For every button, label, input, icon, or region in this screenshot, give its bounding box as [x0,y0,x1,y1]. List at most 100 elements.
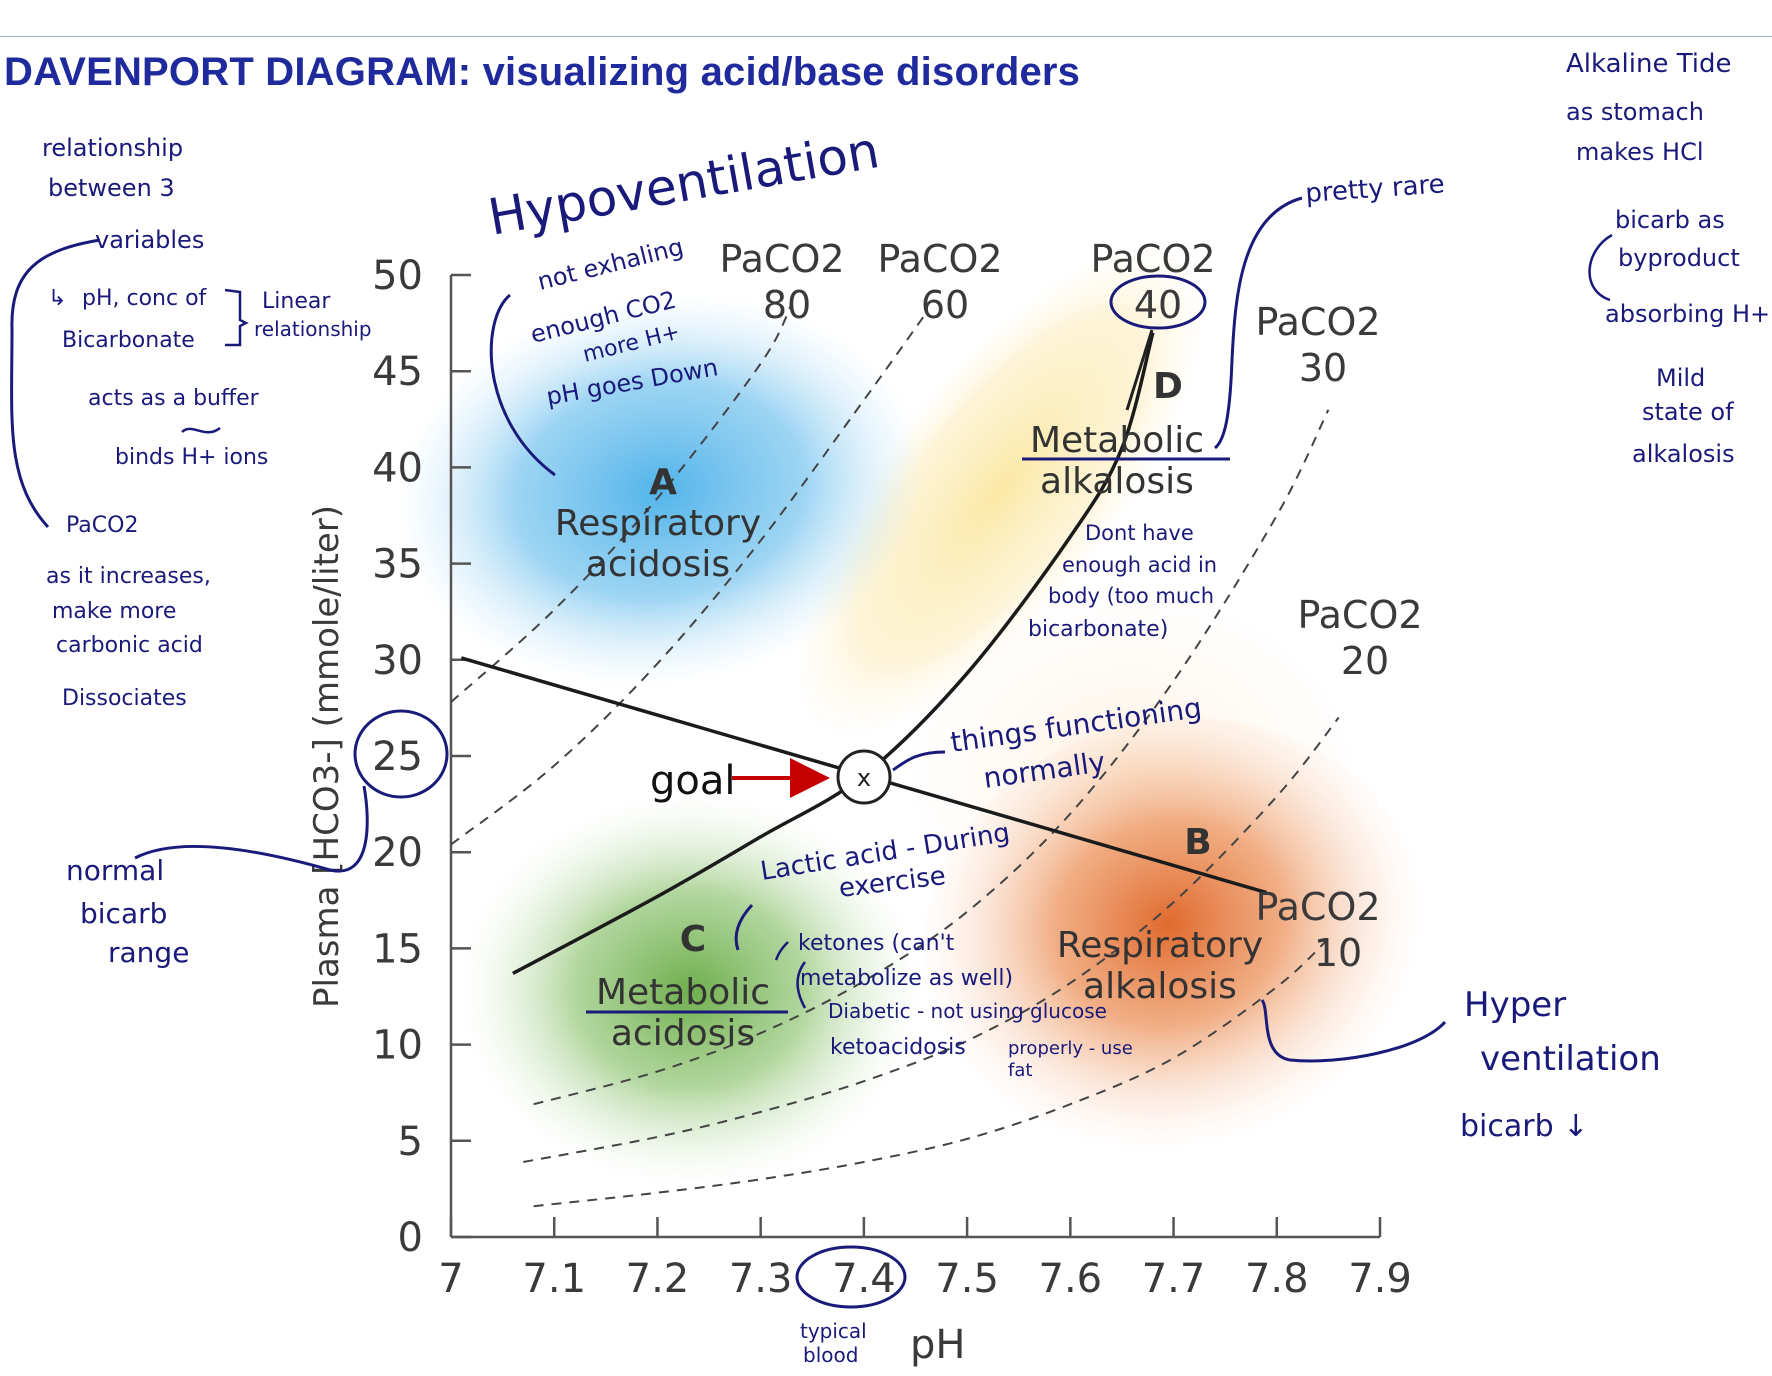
note-dont-have-1: Dont have [1085,521,1194,545]
note-buffer: acts as a buffer [88,386,260,411]
isobar-paco2-40 [512,332,1155,975]
note-typical-2: blood [803,1343,858,1367]
note-alkaline-5: byproduct [1618,244,1740,272]
note-bicarbonate: Bicarbonate [62,328,195,353]
note-normal-bicarb-2: bicarb [80,897,167,930]
note-ketones-6: fat [1008,1060,1032,1081]
d-line [1125,329,1154,411]
x-tick-label: 7.4 [832,1256,896,1302]
isobar-label-20-name: PaCO2 [1297,593,1422,637]
region-a-name-line1: Respiratory [555,503,761,544]
note-ketones-4: ketoacidosis [830,1035,966,1060]
region-labels: A Respiratory acidosis D Metabolic alkal… [555,366,1263,1054]
pretty-rare-pointer [1213,196,1303,450]
zone-backgrounds [396,243,1429,1185]
y-tick-label: 15 [372,926,423,972]
zone-blue-respiratory-acidosis [396,293,924,687]
y-tick-label: 30 [372,638,423,684]
note-ketones-2: metabolize as well) [800,966,1013,991]
circle-25 [353,709,449,799]
x-tick-label: 7.2 [626,1256,690,1302]
page-title: DAVENPORT DIAGRAM: visualizing acid/base… [4,50,1081,94]
paco2-isobars [450,303,1340,1208]
region-c-name-line1: Metabolic [596,972,770,1013]
y-tick-label: 0 [398,1215,423,1261]
isobar-label-20-value: 20 [1341,639,1389,683]
isobar-paco2-10 [533,938,1330,1208]
x-tick-label: 7.8 [1245,1256,1309,1302]
isobar-label-10-value: 10 [1314,931,1362,975]
note-ph-conc: pH, conc of [82,286,208,311]
hyper-pointer [1260,999,1447,1063]
x-axis-label: pH [910,1322,965,1368]
note-arrow-ph: ↳ [48,286,66,311]
note-ketones-3: Diabetic - not using glucose [828,999,1107,1023]
note-binds: binds H+ ions [115,445,268,470]
note-normal-bicarb-3: range [108,936,189,969]
y-tick-label: 10 [372,1023,423,1069]
note-alkaline-3: makes HCl [1576,138,1704,166]
note-relationship-1: relationship [42,134,183,162]
isobar-label-40-value: 40 [1134,283,1182,327]
isobar-label-60-value: 60 [921,283,969,327]
region-c-letter: C [680,919,706,960]
goal-label: goal [650,758,736,804]
note-relationship-2: between 3 [48,174,175,202]
note-linear-1: Linear [262,289,331,314]
note-relationship-3: variables [95,226,204,254]
y-tick-label: 25 [372,734,423,780]
note-linear-2: relationship [254,317,372,341]
x-tick-label: 7.5 [935,1256,999,1302]
note-dissociates: Dissociates [62,686,187,711]
note-paco2: PaCO2 [66,513,138,538]
x-tick-label: 7 [438,1256,463,1302]
note-pretty-rare: pretty rare [1304,169,1445,209]
hypoventilation-bracket [489,293,556,477]
region-b-name-line2: alkalosis [1083,966,1237,1007]
y-tick-label: 5 [398,1119,423,1165]
note-hyper-3: bicarb ↓ [1460,1109,1588,1144]
isobar-paco2-80 [450,303,793,703]
lactic-pointer [734,903,754,951]
normal-point-circle [836,749,892,805]
y-tick-label: 45 [372,349,423,395]
normal-point-label: x [857,764,871,792]
region-d-name-line1: Metabolic [1030,420,1204,461]
zone-orange-respiratory-alkalosis [921,717,1429,1173]
x-tick-label: 7.3 [729,1256,793,1302]
note-increases-3: carbonic acid [56,633,203,658]
note-not-exhaling-1: not exhaling [535,233,687,296]
ketones-brace [796,961,807,1009]
note-alkaline-1: Alkaline Tide [1566,49,1732,79]
region-b-letter: B [1184,822,1211,863]
note-ketones-5: properly - use [1008,1038,1133,1059]
isobar-paco2-20 [523,716,1340,1163]
region-b-name-line1: Respiratory [1057,925,1263,966]
region-c-name-line2: acidosis [611,1013,755,1054]
isobar-paco2-30 [533,409,1330,1106]
note-dont-have-3: body (too much [1048,584,1214,608]
ketones-pointer [774,941,789,961]
y-tick-label: 35 [372,542,423,588]
x-tick-label: 7.9 [1348,1256,1412,1302]
note-alkaline-4: bicarb as [1615,206,1725,234]
note-typical-1: typical [800,1319,867,1343]
note-alkaline-8: state of [1642,398,1734,426]
x-tick-label: 7.1 [522,1256,586,1302]
note-alkaline-7: Mild [1656,364,1705,392]
normal-point: x [836,749,892,805]
y-axis-label: Plasma [HCO3-] (mmole/liter) [307,505,347,1008]
isobar-label-40-name: PaCO2 [1090,237,1215,281]
y-tick-label: 50 [372,253,423,299]
note-hyper-2: ventilation [1480,1039,1661,1079]
zone-yellow-metabolic-alkalosis [794,243,1206,737]
note-increases-2: make more [52,599,176,624]
isobar-label-80-value: 80 [763,283,811,327]
left-bracket [10,238,101,529]
note-hypoventilation: Hypoventilation [484,121,883,247]
linear-brace [224,288,249,347]
normal-bicarb-pointer [134,785,369,873]
